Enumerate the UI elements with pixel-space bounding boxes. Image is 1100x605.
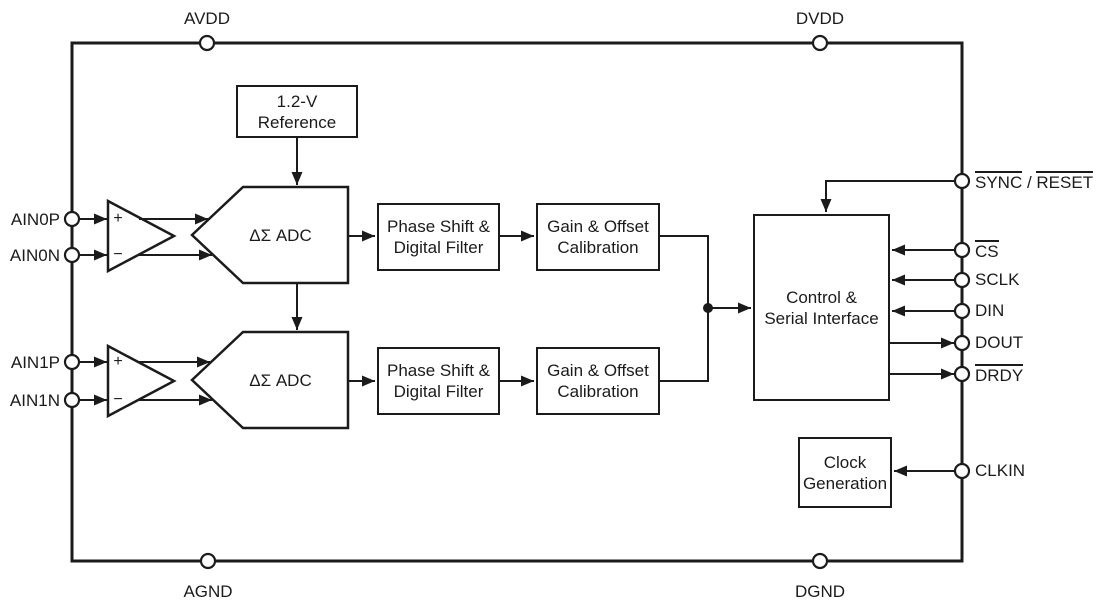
terminal-dvdd — [811, 34, 829, 52]
sync-label-part: SYNC — [975, 171, 1023, 192]
amp-bottom-minus-sign: − — [113, 391, 123, 408]
sync-reset-separator: / — [1022, 173, 1037, 192]
pin-label-agnd: AGND — [183, 582, 233, 601]
block-reference: 1.2-V Reference — [236, 85, 358, 138]
pin-terminals — [63, 34, 971, 570]
amplifier-bottom-shape — [106, 343, 177, 419]
pin-label-din: DIN — [975, 301, 1005, 320]
pin-label-avdd: AVDD — [184, 9, 230, 28]
pin-label-dvdd: DVDD — [795, 9, 845, 28]
block-calibration-top: Gain & Offset Calibration — [536, 203, 660, 271]
terminal-ain1n — [63, 391, 81, 409]
block-phase-filter-bottom: Phase Shift & Digital Filter — [377, 347, 500, 415]
amp-top-minus-sign: − — [113, 246, 123, 263]
pin-label-ain0p: AIN0P — [10, 210, 60, 229]
wire-sync-reset — [820, 180, 955, 212]
junction-dot — [703, 303, 713, 313]
block-phase-filter-top: Phase Shift & Digital Filter — [377, 203, 500, 271]
terminal-dout — [953, 334, 971, 352]
pin-label-clkin: CLKIN — [975, 461, 1026, 480]
terminal-sync-reset — [953, 172, 971, 190]
terminal-dgnd — [811, 552, 829, 570]
pin-label-drdy: DRDY — [975, 364, 1024, 386]
pin-label-dout: DOUT — [975, 333, 1024, 352]
terminal-clkin — [953, 462, 971, 480]
pin-label-ain1n: AIN1N — [9, 391, 60, 410]
terminal-sclk — [953, 271, 971, 289]
pin-label-ain0n: AIN0N — [9, 246, 60, 265]
reset-label-part: RESET — [1036, 171, 1094, 192]
terminal-ain0n — [63, 246, 81, 264]
pin-label-sync-reset: SYNC / RESET — [975, 171, 1094, 193]
pin-label-cs: CS — [975, 240, 999, 262]
terminal-ain1p — [63, 353, 81, 371]
terminal-ain0p — [63, 210, 81, 228]
block-control-serial-interface: Control & Serial Interface — [753, 214, 890, 401]
cs-label-text: CS — [975, 240, 999, 261]
drdy-label-text: DRDY — [975, 364, 1024, 385]
device-boundary — [70, 41, 964, 563]
amp-bottom-plus-sign: + — [113, 353, 123, 370]
terminal-agnd — [199, 552, 217, 570]
block-clock-generation: Clock Generation — [798, 437, 892, 508]
terminal-cs — [953, 241, 971, 259]
wire-cal-merge — [660, 235, 709, 382]
terminal-avdd — [198, 34, 216, 52]
amp-top-plus-sign: + — [113, 210, 123, 227]
pin-label-sclk: SCLK — [975, 270, 1020, 289]
pin-label-dgnd: DGND — [794, 582, 846, 601]
terminal-din — [953, 302, 971, 320]
block-adc-bottom-label: ΔΣ ADC — [249, 371, 312, 390]
block-adc-top-label: ΔΣ ADC — [249, 226, 312, 245]
block-calibration-bottom: Gain & Offset Calibration — [536, 347, 660, 415]
terminal-drdy — [953, 365, 971, 383]
connector-lines — [79, 138, 955, 477]
pin-label-ain1p: AIN1P — [10, 353, 60, 372]
